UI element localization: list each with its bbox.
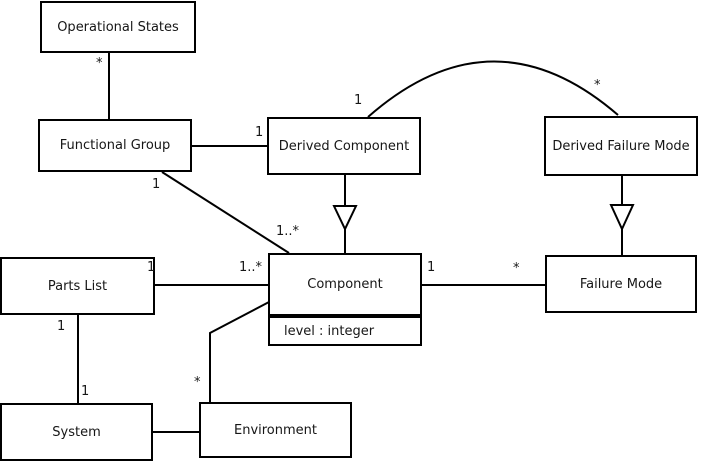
node-operational-states: Operational States xyxy=(40,1,196,53)
node-label: Derived Failure Mode xyxy=(552,138,690,154)
multiplicity-parts-list-end: 1 xyxy=(147,260,156,275)
generalization-triangle-icon xyxy=(609,204,635,232)
node-label: Failure Mode xyxy=(579,276,663,292)
multiplicity-functional-group-end: 1 xyxy=(152,177,161,192)
component-name-compartment: Component xyxy=(268,253,422,316)
component-attributes-compartment: level : integer xyxy=(268,316,422,346)
multiplicity-component-end-fm: 1 xyxy=(427,260,436,275)
node-derived-component: Derived Component xyxy=(267,117,421,175)
node-label: System xyxy=(52,424,101,440)
node-functional-group: Functional Group xyxy=(38,119,192,172)
multiplicity-arc-derived-failure-mode-end: * xyxy=(594,78,601,93)
multiplicity-failure-mode-end: * xyxy=(513,261,520,276)
edge-derived-component-derived-failure-mode-arc xyxy=(367,60,619,118)
multiplicity-parts-list-bottom: 1 xyxy=(57,319,66,334)
node-label: Functional Group xyxy=(59,138,171,153)
multiplicity-arc-derived-component-end: 1 xyxy=(354,93,363,108)
multiplicity-component-end-pl: 1..* xyxy=(239,260,263,275)
multiplicity-derived-component-end: 1 xyxy=(255,125,264,140)
node-derived-failure-mode: Derived Failure Mode xyxy=(544,116,698,176)
node-environment: Environment xyxy=(199,402,352,458)
node-system: System xyxy=(0,403,153,461)
node-label: Operational States xyxy=(57,19,179,35)
multiplicity-environment-top: * xyxy=(194,375,201,390)
multiplicity-component-end-fg: 1..* xyxy=(276,224,300,239)
edge-functional-group-component xyxy=(161,171,290,254)
generalization-triangle-icon xyxy=(332,205,358,232)
attribute-label: level : integer xyxy=(284,323,375,339)
node-failure-mode: Failure Mode xyxy=(545,255,697,313)
node-label: Environment xyxy=(233,422,317,438)
node-label: Component xyxy=(307,277,383,292)
node-label: Parts List xyxy=(47,278,108,294)
multiplicity-system-top: 1 xyxy=(81,384,90,399)
edge-environment-component xyxy=(209,301,270,402)
node-component: Component level : integer xyxy=(268,253,422,346)
node-label: Derived Component xyxy=(278,138,410,154)
node-parts-list: Parts List xyxy=(0,257,155,315)
multiplicity-operational-states: * xyxy=(96,56,103,71)
